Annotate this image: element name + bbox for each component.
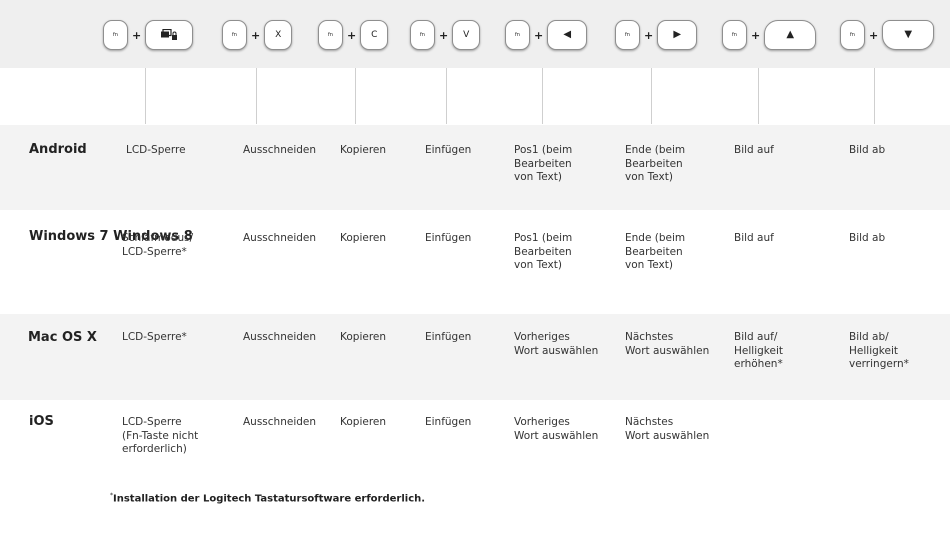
cell-copy: Kopieren bbox=[340, 144, 387, 156]
fn-key: fn bbox=[722, 20, 747, 50]
column-divider bbox=[446, 68, 447, 124]
cell-left: Pos1 (beim Bearbeiten von Text) bbox=[514, 232, 573, 271]
arrow-up-key: ▲ bbox=[764, 20, 817, 50]
fn-key-label: fn bbox=[113, 32, 118, 38]
cell-cut: Ausschneiden bbox=[243, 144, 317, 156]
plus-sign: + bbox=[251, 28, 261, 42]
combo-fn-lock: fn + bbox=[103, 20, 194, 50]
cell-paste: Einfügen bbox=[425, 232, 472, 244]
arrow-right-key: ▶ bbox=[657, 20, 698, 50]
v-key: V bbox=[452, 20, 481, 50]
plus-sign: + bbox=[347, 28, 357, 42]
cell-right: Nächstes Wort auswählen bbox=[625, 416, 710, 442]
cell-down: Bild ab bbox=[849, 144, 886, 156]
cell-left: Pos1 (beim Bearbeiten von Text) bbox=[514, 144, 573, 183]
fn-key: fn bbox=[840, 20, 865, 50]
fn-key-label: fn bbox=[850, 32, 855, 38]
column-divider bbox=[874, 68, 875, 124]
cell-right: Ende (beim Bearbeiten von Text) bbox=[625, 144, 686, 183]
cell-up: Bild auf/ Helligkeit erhöhen* bbox=[734, 331, 783, 370]
x-key-label: X bbox=[275, 30, 282, 40]
v-key-label: V bbox=[463, 30, 470, 40]
cell-cut: Ausschneiden bbox=[243, 416, 317, 428]
cell-copy: Kopieren bbox=[340, 331, 387, 343]
cell-copy: Kopieren bbox=[340, 232, 387, 244]
fn-key-label: fn bbox=[515, 32, 520, 38]
screen-lock-icon bbox=[161, 29, 178, 40]
footnote-star: * bbox=[110, 492, 113, 499]
arrow-right-icon: ▶ bbox=[673, 29, 682, 40]
os-label-ios: iOS bbox=[29, 414, 54, 429]
fn-key-label: fn bbox=[732, 32, 737, 38]
cell-lock: LCD-Sperre (Fn-Taste nicht erforderlich) bbox=[122, 416, 199, 455]
cell-down: Bild ab bbox=[849, 232, 886, 244]
cell-lock: Schlafmodus/ LCD-Sperre* bbox=[122, 232, 194, 258]
fn-key: fn bbox=[410, 20, 435, 50]
arrow-up-icon: ▲ bbox=[786, 29, 795, 40]
fn-key-label: fn bbox=[328, 32, 333, 38]
shortcut-key-bar: fn + fn + X fn + C fn + V fn + ◀ fn + ▶ bbox=[0, 0, 950, 68]
screen-lock-key bbox=[145, 20, 194, 50]
combo-fn-v: fn + V bbox=[410, 20, 481, 50]
combo-fn-right: fn + ▶ bbox=[615, 20, 698, 50]
plus-sign: + bbox=[439, 28, 449, 42]
fn-key-label: fn bbox=[625, 32, 630, 38]
cell-left: Vorheriges Wort auswählen bbox=[514, 416, 599, 442]
footnote: *Installation der Logitech Tastatursoftw… bbox=[110, 492, 425, 504]
fn-key: fn bbox=[318, 20, 343, 50]
plus-sign: + bbox=[534, 28, 544, 42]
arrow-left-key: ◀ bbox=[547, 20, 588, 50]
fn-key: fn bbox=[615, 20, 640, 50]
column-divider bbox=[651, 68, 652, 124]
combo-fn-c: fn + C bbox=[318, 20, 389, 50]
os-label-windows: Windows 7 Windows 8 bbox=[29, 229, 193, 244]
footnote-text: Installation der Logitech Tastatursoftwa… bbox=[113, 493, 426, 505]
fn-key-label: fn bbox=[420, 32, 425, 38]
combo-fn-x: fn + X bbox=[222, 20, 293, 50]
combo-fn-down: fn + ▼ bbox=[840, 20, 935, 50]
c-key-label: C bbox=[371, 30, 378, 40]
column-divider bbox=[145, 68, 146, 124]
cell-right: Nächstes Wort auswählen bbox=[625, 331, 710, 357]
cell-paste: Einfügen bbox=[425, 331, 472, 343]
plus-sign: + bbox=[132, 28, 142, 42]
column-divider bbox=[355, 68, 356, 124]
column-divider bbox=[542, 68, 543, 124]
cell-lock: LCD-Sperre bbox=[126, 144, 186, 156]
cell-up: Bild auf bbox=[734, 144, 774, 156]
cell-up: Bild auf bbox=[734, 232, 774, 244]
fn-key: fn bbox=[103, 20, 128, 50]
cell-paste: Einfügen bbox=[425, 416, 472, 428]
combo-fn-up: fn + ▲ bbox=[722, 20, 817, 50]
row-band-mac bbox=[0, 314, 950, 400]
c-key: C bbox=[360, 20, 389, 50]
cell-cut: Ausschneiden bbox=[243, 331, 317, 343]
arrow-down-key: ▼ bbox=[882, 20, 935, 50]
fn-key: fn bbox=[505, 20, 530, 50]
cell-cut: Ausschneiden bbox=[243, 232, 317, 244]
x-key: X bbox=[264, 20, 293, 50]
cell-right: Ende (beim Bearbeiten von Text) bbox=[625, 232, 686, 271]
row-band-windows bbox=[0, 210, 950, 314]
plus-sign: + bbox=[869, 28, 879, 42]
column-divider bbox=[758, 68, 759, 124]
combo-fn-left: fn + ◀ bbox=[505, 20, 588, 50]
cell-lock: LCD-Sperre* bbox=[122, 331, 187, 343]
fn-key: fn bbox=[222, 20, 247, 50]
arrow-left-icon: ◀ bbox=[563, 29, 572, 40]
os-label-android: Android bbox=[29, 142, 87, 157]
plus-sign: + bbox=[644, 28, 654, 42]
row-band-android bbox=[0, 125, 950, 210]
column-divider bbox=[256, 68, 257, 124]
cell-paste: Einfügen bbox=[425, 144, 472, 156]
cell-copy: Kopieren bbox=[340, 416, 387, 428]
fn-key-label: fn bbox=[232, 32, 237, 38]
arrow-down-icon: ▼ bbox=[904, 29, 913, 40]
os-label-mac: Mac OS X bbox=[28, 330, 97, 345]
cell-down: Bild ab/ Helligkeit verringern* bbox=[849, 331, 909, 370]
cell-left: Vorheriges Wort auswählen bbox=[514, 331, 599, 357]
plus-sign: + bbox=[751, 28, 761, 42]
